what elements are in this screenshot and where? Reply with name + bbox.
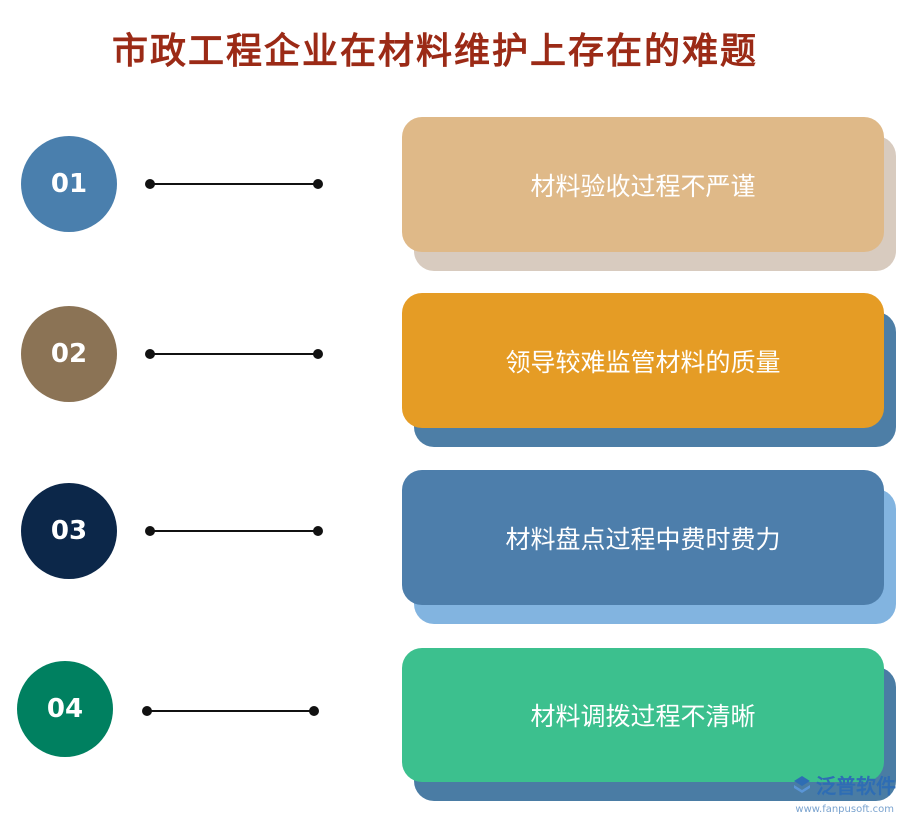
card-3: 材料盘点过程中费时费力 — [402, 470, 884, 605]
card-1: 材料验收过程不严谨 — [402, 117, 884, 252]
number-circle-1: 01 — [21, 136, 117, 232]
card-4: 材料调拨过程不清晰 — [402, 648, 884, 782]
card-text-1: 材料验收过程不严谨 — [530, 171, 756, 201]
item-row-3: 03 材料盘点过程中费时费力 — [0, 463, 908, 624]
card-2: 领导较难监管材料的质量 — [402, 293, 884, 428]
connector-line-2 — [150, 353, 318, 355]
connector-end-dot-2 — [313, 349, 323, 359]
item-row-1: 01 材料验收过程不严谨 — [0, 110, 908, 271]
number-circle-2: 02 — [21, 306, 117, 402]
connector-line-3 — [150, 530, 318, 532]
brand-name: 泛普软件 — [816, 774, 896, 798]
page-title: 市政工程企业在材料维护上存在的难题 — [111, 31, 758, 72]
number-circle-3: 03 — [21, 483, 117, 579]
item-row-2: 02 领导较难监管材料的质量 — [0, 286, 908, 447]
connector-end-dot-1 — [313, 179, 323, 189]
card-text-3: 材料盘点过程中费时费力 — [505, 524, 781, 554]
brand-logo: 泛普软件 — [792, 770, 896, 799]
connector-end-dot-4 — [309, 706, 319, 716]
brand-url: www.fanpusoft.com — [795, 804, 894, 815]
connector-line-4 — [147, 710, 314, 712]
item-row-4: 04 材料调拨过程不清晰 — [0, 641, 908, 801]
number-circle-4: 04 — [17, 661, 113, 757]
card-text-2: 领导较难监管材料的质量 — [505, 347, 781, 377]
card-text-4: 材料调拨过程不清晰 — [530, 702, 756, 731]
connector-line-1 — [150, 183, 318, 185]
connector-end-dot-3 — [313, 526, 323, 536]
brand-mark-icon — [794, 775, 810, 793]
